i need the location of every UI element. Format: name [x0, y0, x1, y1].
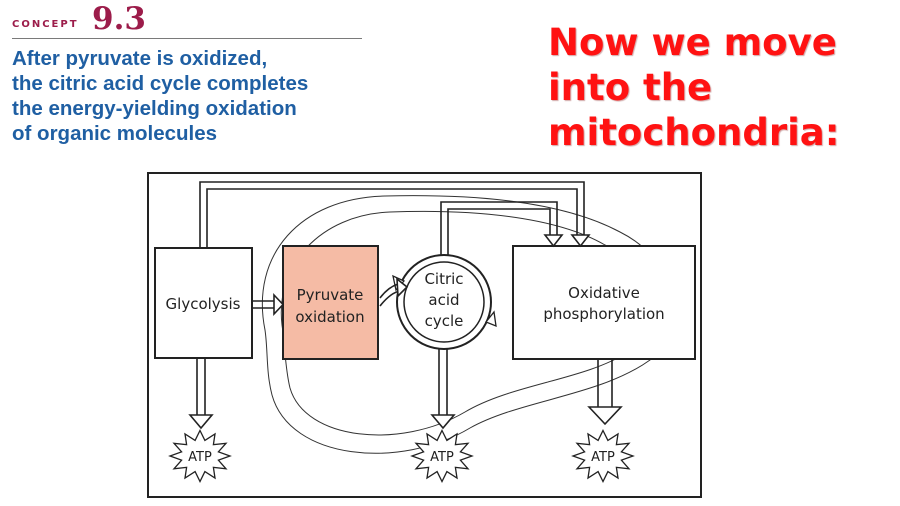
- arrow-glycolysis-to-atp: [188, 358, 214, 430]
- arrow-glycolysis-to-pyruvate: [252, 292, 285, 317]
- concept-title: After pyruvate is oxidized, the citric a…: [12, 46, 372, 146]
- atp-burst: ATP: [571, 429, 635, 483]
- citric-acid-cycle-ring: [392, 254, 497, 350]
- pyruvate-label-line: oxidation: [295, 308, 364, 326]
- concept-title-line: the citric acid cycle completes: [12, 72, 309, 95]
- atp-label: ATP: [430, 450, 454, 465]
- concept-title-line: of organic molecules: [12, 122, 218, 145]
- atp-label: ATP: [188, 450, 212, 465]
- headline-line: into the: [548, 66, 713, 109]
- atp-label: ATP: [591, 450, 615, 465]
- arrow-pyruvate-to-citric: [379, 277, 409, 307]
- glycolysis-label: Glycolysis: [166, 295, 241, 313]
- concept-number: 9.3: [92, 1, 146, 37]
- arrow-citric-to-oxphos: [440, 201, 564, 255]
- citric-label-line: cycle: [425, 312, 464, 330]
- concept-header: CONCEPT 9.3: [12, 1, 362, 39]
- atp-burst: ATP: [168, 429, 232, 483]
- arrow-glycolysis-to-oxphos: [199, 181, 591, 248]
- headline: Now we move into the mitochondria:: [548, 20, 888, 155]
- concept-title-line: After pyruvate is oxidized,: [12, 47, 268, 70]
- pyruvate-label-line: Pyruvate: [297, 286, 364, 304]
- arrow-oxphos-to-atp: [587, 359, 623, 426]
- atp-burst: ATP: [410, 429, 474, 483]
- oxphos-label-line: Oxidative: [568, 284, 640, 302]
- glycolysis-box: [154, 247, 253, 359]
- citric-label-line: Citric: [424, 270, 463, 288]
- concept-title-line: the energy-yielding oxidation: [12, 97, 297, 120]
- oxidative-phosphorylation-box: [512, 245, 696, 360]
- arrow-citric-to-atp: [430, 349, 456, 430]
- pyruvate-oxidation-box: [282, 245, 379, 360]
- citric-label-line: acid: [428, 291, 459, 309]
- concept-label: CONCEPT: [12, 19, 79, 30]
- oxphos-label-line: phosphorylation: [543, 305, 664, 323]
- headline-line: Now we move: [548, 21, 837, 64]
- headline-line: mitochondria:: [548, 111, 840, 154]
